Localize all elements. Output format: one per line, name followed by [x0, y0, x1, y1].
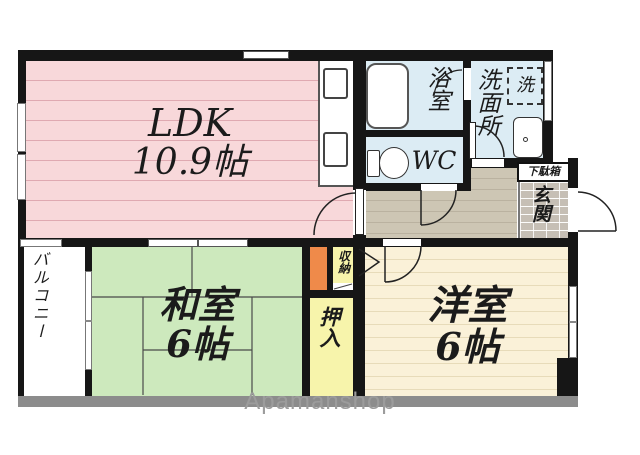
washroom-label: 洗面所: [473, 68, 500, 137]
bathtub-icon: [366, 63, 409, 129]
kitchen-stove-icon: [323, 132, 348, 167]
door-leaf-ldk: [355, 188, 364, 235]
wall-youshitsu-top: [353, 238, 578, 247]
closet-oshiire: [310, 298, 353, 396]
window-ldk-left-1: [17, 103, 26, 152]
storage-orange-panel: [310, 247, 327, 290]
sliding-door-washitsu-1: [148, 239, 198, 247]
ldk-label-group: LDK 10.9帖: [70, 93, 310, 193]
oshiire-label: 押入: [317, 306, 343, 348]
doorway-washroom: [472, 159, 504, 167]
balcony: [24, 245, 86, 396]
washer-box-icon: 洗: [507, 67, 543, 105]
washitsu-name: 和室: [159, 281, 236, 327]
washitsu-size: 6帖: [166, 321, 229, 366]
wall-oshiire-right: [353, 238, 365, 396]
shoe-cabinet-label: 下駄箱: [527, 165, 560, 179]
wall-washroom-hall: [463, 158, 553, 168]
wall-wc-hall: [353, 183, 471, 191]
doorway-wc: [421, 184, 457, 191]
window-tick-1: [85, 320, 92, 322]
toilet-label: WC: [411, 145, 457, 175]
closet-storage: [333, 247, 353, 290]
youshitsu-size: 6帖: [435, 324, 500, 370]
window-ldk-top: [243, 51, 289, 59]
wall-bath-wc: [353, 130, 471, 137]
sink-icon: [513, 117, 543, 158]
door-arc-entrance: [577, 191, 617, 232]
ldk-name: LDK: [147, 101, 233, 146]
washitsu-label-group: 和室 6帖: [100, 270, 295, 378]
window-ldk-balcony: [20, 239, 62, 247]
balcony-label: バルコニー: [29, 251, 49, 341]
doorway-youshitsu: [383, 239, 421, 246]
kitchen-sink-icon: [323, 68, 348, 99]
storage-label: 収納: [336, 250, 351, 274]
entrance-label: 玄関: [528, 185, 551, 223]
youshitsu-name: 洋室: [427, 282, 508, 330]
watermark: Apamanshop: [244, 388, 396, 415]
window-ldk-left-2: [17, 154, 26, 200]
bathroom-label: 浴室: [423, 66, 450, 112]
room-ldk: [26, 61, 353, 238]
washer-label: 洗: [516, 74, 534, 96]
wall-left-lower: [18, 238, 24, 405]
ldk-size: 10.9帖: [131, 142, 249, 184]
toilet-bowl-icon: [379, 147, 409, 179]
wall-washitsu-right: [302, 238, 310, 396]
doorway-bath: [464, 68, 471, 100]
shoe-cabinet: 下駄箱: [517, 162, 570, 182]
wall-bottom-gray: [18, 396, 578, 407]
entrance-tile: [518, 182, 570, 238]
doorway-entrance: [568, 188, 578, 232]
storage-door-strip: [333, 283, 353, 290]
wall-bath-washroom: [463, 50, 471, 190]
wall-storage-bottom: [308, 290, 355, 298]
sliding-door-washitsu-2: [198, 239, 248, 247]
sink-faucet-icon: [523, 137, 528, 142]
youshitsu-label-group: 洋室 6帖: [375, 272, 560, 380]
wall-storage-divider: [327, 247, 333, 290]
window-washroom-right: [544, 61, 552, 121]
window-tick-2: [569, 321, 577, 323]
